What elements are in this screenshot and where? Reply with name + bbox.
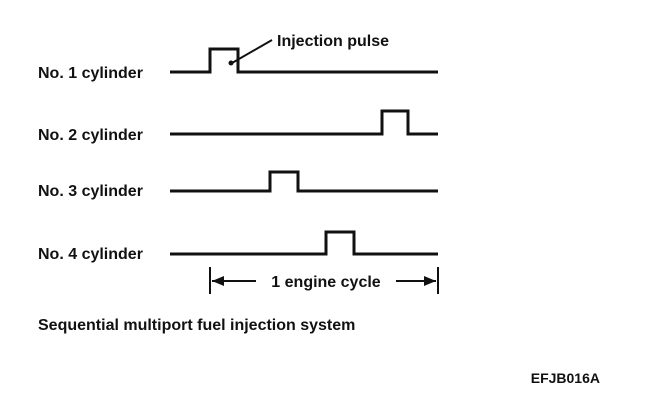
cycle-right-arrowhead [424, 276, 436, 286]
engine-cycle-dimension: 1 engine cycle [209, 267, 439, 294]
callout-leader-line [231, 39, 273, 64]
cylinder-3-label: No. 3 cylinder [38, 183, 143, 200]
callout-dot [228, 60, 234, 66]
diagram-caption: Sequential multiport fuel injection syst… [38, 317, 355, 334]
cylinder-2-label: No. 2 cylinder [38, 127, 143, 144]
cylinder-4-label: No. 4 cylinder [38, 246, 143, 263]
engine-cycle-label: 1 engine cycle [271, 274, 380, 291]
figure-code: EFJB016A [531, 370, 600, 386]
cylinder-1-waveform [170, 47, 438, 74]
cylinder-3-waveform [170, 170, 438, 193]
cycle-left-arrowhead [212, 276, 224, 286]
injection-pulse-label: Injection pulse [277, 33, 389, 50]
cylinder-4-waveform [170, 230, 438, 256]
injection-pulse-callout: Injection pulse [228, 33, 389, 66]
cylinder-1-label: No. 1 cylinder [38, 65, 143, 82]
cylinder-2-waveform [170, 109, 438, 136]
